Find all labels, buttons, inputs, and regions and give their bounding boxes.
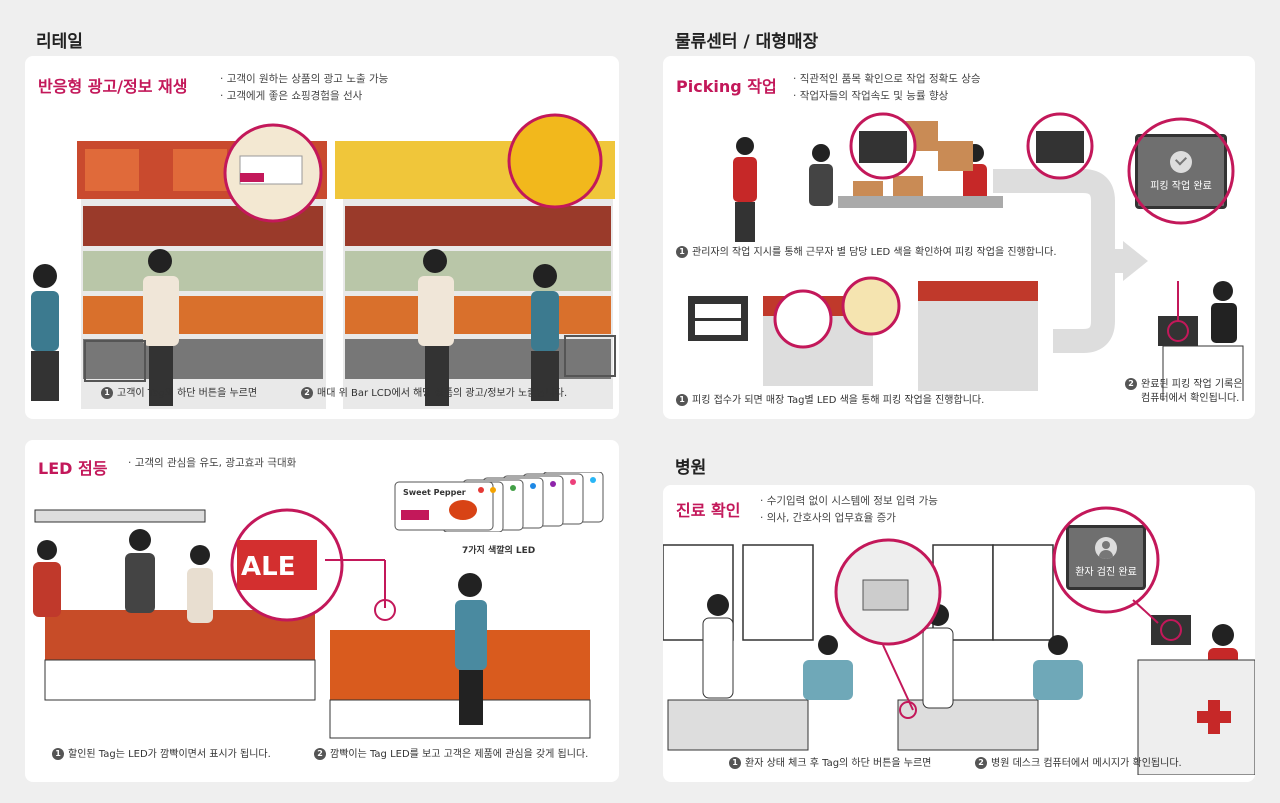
zoom-circle-carrot <box>773 289 833 349</box>
picking-illustration <box>688 112 1244 401</box>
picking-caption-1: 1 관리자의 작업 지시를 통해 근무자 별 담당 LED 색을 확인하여 피킹… <box>676 246 1057 260</box>
hospital-bed-right <box>897 699 1039 751</box>
user-icon <box>1095 537 1117 559</box>
step-number-icon: 2 <box>301 387 313 399</box>
tag-product-name: Sweet Pepper <box>403 488 466 497</box>
reactive-ad-caption-2: 2 매대 위 Bar LCD에서 해당 상품의 광고/정보가 노출됩니다. <box>301 387 567 401</box>
picking-caption-2: 1 피킹 접수가 되면 매장 Tag별 LED 색을 통해 피킹 작업을 진행합… <box>676 394 984 408</box>
led-tag-stack <box>394 472 604 532</box>
hospital-caption-2: 2 병원 데스크 컴퓨터에서 메시지가 확인됩니다. <box>975 757 1182 771</box>
hospital-caption-1: 1 환자 상태 체크 후 Tag의 하단 버튼을 누르면 <box>729 757 931 771</box>
produce-rows-right <box>345 206 611 379</box>
shopper-figures <box>31 249 559 406</box>
led-card-title: LED 점등 <box>38 459 108 478</box>
bullet-item: 직관적인 품목 확인으로 작업 정확도 상승 <box>793 71 981 88</box>
check-icon <box>1170 151 1192 173</box>
led-caption-2: 2 깜빡이는 Tag LED를 보고 고객은 제품에 관심을 갖게 됩니다. <box>314 748 588 762</box>
step-number-icon: 1 <box>676 246 688 258</box>
led-card-bullets: 고객의 관심을 유도, 광고효과 극대화 <box>128 455 297 472</box>
picking-card-bullets: 직관적인 품목 확인으로 작업 정확도 상승 작업자들의 작업속도 및 능률 향… <box>793 71 981 105</box>
picking-card-title: Picking 작업 <box>676 77 777 96</box>
hospital-section-title: 병원 <box>675 458 707 478</box>
led-illustration: ALE <box>33 508 591 739</box>
bullet-item: 의사, 간호사의 업무효율 증가 <box>760 510 938 527</box>
sale-sign: ALE <box>241 552 295 582</box>
screen-highlight-ring <box>1052 506 1160 614</box>
conveyor-belt <box>838 196 1003 208</box>
led-colors-caption: 7가지 색깔의 LED <box>462 546 536 556</box>
step-number-icon: 2 <box>1125 378 1137 390</box>
picking-caption-3: 2 완료된 피킹 작업 기록은 컴퓨터에서 확인됩니다. <box>1125 378 1250 406</box>
step-number-icon: 1 <box>52 748 64 760</box>
reactive-ad-title: 반응형 광고/정보 재생 <box>38 77 188 96</box>
bullet-item: 고객에게 좋은 쇼핑경험을 선사 <box>220 88 388 105</box>
hospital-illustration <box>663 538 1255 775</box>
led-caption-1: 1 할인된 Tag는 LED가 깜빡이면서 표시가 됩니다. <box>52 748 271 762</box>
hospital-card-title: 진료 확인 <box>676 501 741 520</box>
step-number-icon: 2 <box>314 748 326 760</box>
checkup-complete-screen: 환자 검진 완료 <box>1066 525 1146 590</box>
warehouse-workers <box>733 137 987 242</box>
reactive-ad-card: 반응형 광고/정보 재생 고객이 원하는 상품의 광고 노출 가능 고객에게 좋… <box>25 56 619 419</box>
logistics-section-title: 물류센터 / 대형매장 <box>675 32 819 52</box>
zoom-circle-banana <box>841 276 901 336</box>
retail-shelf-illustration <box>31 113 616 409</box>
bullet-item: 고객이 원하는 상품의 광고 노출 가능 <box>220 71 389 88</box>
led-card: LED 점등 고객의 관심을 유도, 광고효과 극대화 ALE <box>25 440 619 782</box>
zoom-circle-banana <box>507 113 603 209</box>
desk <box>1162 345 1244 401</box>
picking-card: Picking 작업 직관적인 품목 확인으로 작업 정확도 상승 작업자들의 … <box>663 56 1255 419</box>
window-frames <box>663 544 1054 641</box>
hospital-bed-left <box>667 699 809 751</box>
step-number-icon: 2 <box>975 757 987 769</box>
step-number-icon: 1 <box>101 387 113 399</box>
reception-desk <box>1137 659 1255 775</box>
picking-complete-screen: 피킹 작업 완료 <box>1135 134 1227 209</box>
hospital-card-bullets: 수기입력 없이 시스템에 정보 입력 가능 의사, 간호사의 업무효율 증가 <box>760 493 938 527</box>
shopping-carts <box>84 335 616 382</box>
bullet-item: 수기입력 없이 시스템에 정보 입력 가능 <box>760 493 938 510</box>
step-number-icon: 1 <box>729 757 741 769</box>
reactive-ad-bullets: 고객이 원하는 상품의 광고 노출 가능 고객에게 좋은 쇼핑경험을 선사 <box>220 71 389 105</box>
bullet-item: 작업자들의 작업속도 및 능률 향상 <box>793 88 981 105</box>
hospital-card: 진료 확인 수기입력 없이 시스템에 정보 입력 가능 의사, 간호사의 업무효… <box>663 485 1255 782</box>
shopper-figures <box>33 529 487 725</box>
step-number-icon: 1 <box>676 394 688 406</box>
screen-highlight-ring <box>1127 117 1235 225</box>
reactive-ad-caption-1: 1 고객이 Tag의 하단 버튼을 누르면 <box>101 387 257 401</box>
retail-section-title: 리테일 <box>36 32 83 52</box>
bullet-item: 고객의 관심을 유도, 광고효과 극대화 <box>128 455 297 472</box>
